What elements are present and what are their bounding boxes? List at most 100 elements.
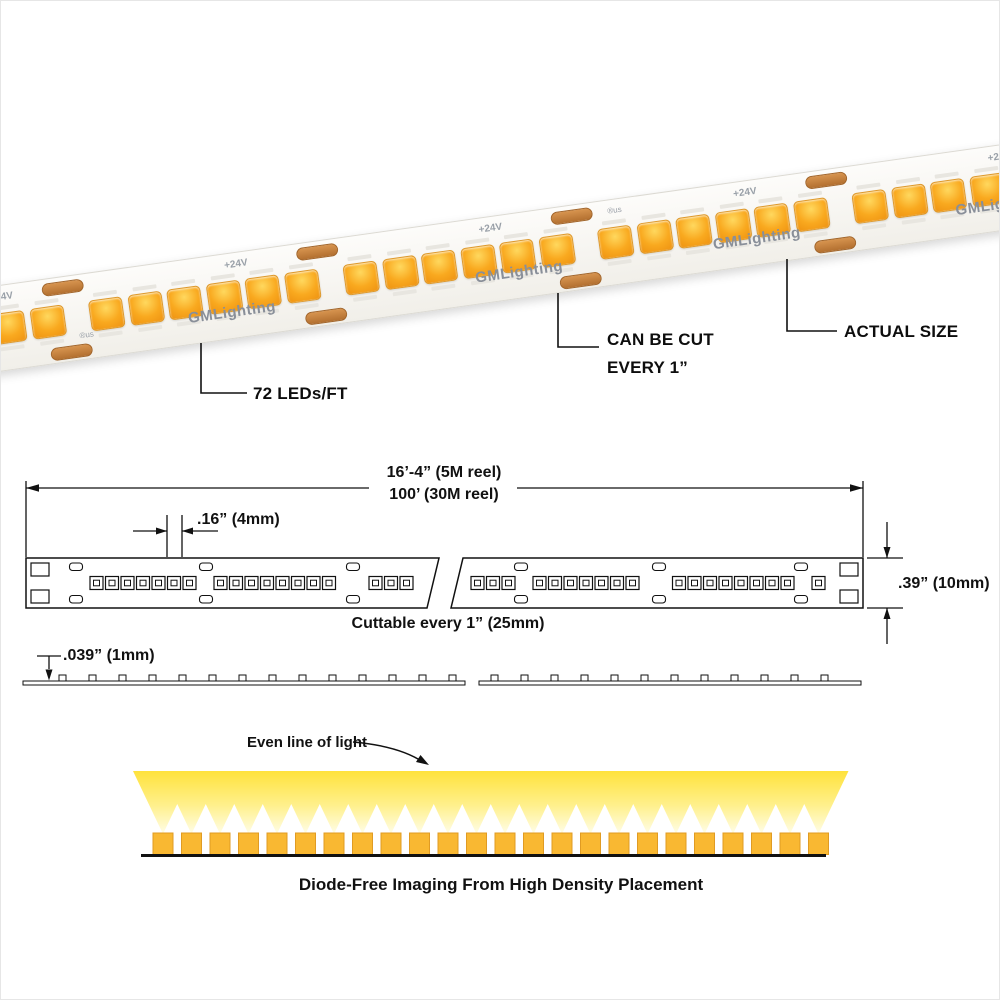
led-footprint-inner — [474, 579, 481, 587]
cut-pad — [68, 562, 84, 572]
sideview-led — [610, 674, 619, 682]
even-line-arrow — [352, 741, 424, 763]
callout-lines — [200, 259, 837, 394]
cut-pad — [793, 594, 809, 604]
led-footprint-inner — [217, 579, 224, 587]
sideview-led — [208, 674, 217, 682]
led-square — [523, 832, 544, 855]
light-diagram — [133, 741, 849, 857]
led-footprint-inner — [706, 579, 714, 587]
led-footprint-inner — [248, 579, 255, 587]
reel-length-line1: 16’-4” (5M reel) — [387, 464, 502, 481]
led-footprint-inner — [567, 579, 574, 587]
led-square — [466, 832, 487, 855]
end-pads — [30, 562, 859, 604]
led-square — [608, 832, 630, 855]
led-footprint-inner — [403, 579, 410, 587]
led-square — [209, 832, 231, 855]
led-square — [380, 832, 402, 855]
led-square — [751, 832, 772, 855]
led-square — [637, 832, 658, 855]
even-line-arrowhead-icon — [416, 755, 429, 765]
sideview-led — [268, 674, 277, 682]
sideview-led — [418, 674, 427, 682]
sideview-led — [490, 674, 499, 682]
led-footprint-inner — [124, 579, 131, 587]
led-footprint-inner — [722, 579, 729, 587]
actual-size-leader-line — [786, 259, 837, 332]
sideview-led — [520, 674, 529, 682]
sideview-led — [448, 674, 457, 682]
topview-components — [68, 562, 826, 604]
dimension-arrowheads — [26, 484, 891, 681]
led-footprint-inner — [737, 579, 745, 587]
led-footprint-inner — [784, 579, 791, 587]
sideview-led — [700, 674, 709, 682]
cut-pad — [651, 562, 667, 572]
led-square — [694, 832, 715, 855]
led-footprint-inner — [139, 579, 147, 587]
pitch-dimension: .16” (4mm) — [197, 511, 280, 528]
led-footprint-inner — [551, 579, 559, 587]
width-dimension: .39” (10mm) — [898, 575, 990, 592]
cut-pad — [198, 562, 214, 572]
led-footprint-inner — [108, 579, 116, 587]
led-square — [181, 832, 202, 855]
led-footprint-inner — [294, 579, 302, 587]
beam-group — [133, 771, 849, 855]
led-footprint-inner — [598, 579, 605, 587]
led-square — [437, 832, 459, 855]
sideview-led — [178, 674, 187, 682]
led-footprint-inner — [629, 579, 636, 587]
cut-pad — [198, 594, 214, 604]
cut-pad — [651, 594, 667, 604]
sideview-strip — [22, 680, 862, 686]
sideview-led — [358, 674, 367, 682]
technical-drawing: 16’-4” (5M reel) 100’ (30M reel) .16” (4… — [22, 464, 990, 686]
led-footprint-inner — [155, 579, 162, 587]
led-square — [808, 832, 829, 855]
sideview-led — [388, 674, 397, 682]
cut-pad — [793, 562, 809, 572]
led-footprint-inner — [372, 579, 379, 587]
sideview-led — [580, 674, 589, 682]
height-dimension: .039” (1mm) — [63, 647, 155, 664]
cut-pad — [68, 594, 84, 604]
led-footprint-inner — [691, 579, 698, 587]
sideview-led — [238, 674, 247, 682]
led-footprint-inner — [310, 579, 317, 587]
sideview-led — [550, 674, 559, 682]
led-square — [665, 832, 687, 855]
sideview-led — [88, 674, 97, 682]
sideview-led — [640, 674, 649, 682]
led-square — [409, 832, 430, 855]
led-footprint-inner — [613, 579, 621, 587]
led-footprint-inner — [582, 579, 590, 587]
cut-leader-line — [557, 293, 599, 348]
cut-note: Cuttable every 1” (25mm) — [352, 615, 545, 632]
cut-label-line2: EVERY 1” — [607, 358, 688, 377]
led-footprint-inner — [536, 579, 543, 587]
topview-strip-right — [450, 557, 864, 609]
cut-pad — [345, 562, 361, 572]
cut-label-line1: CAN BE CUT — [607, 330, 714, 349]
led-footprint-inner — [675, 579, 683, 587]
led-footprint-inner — [93, 579, 100, 587]
led-square — [295, 832, 316, 855]
led-square — [779, 832, 801, 855]
light-beams — [133, 771, 849, 834]
reel-length-line2: 100’ (30M reel) — [389, 486, 498, 503]
led-footprint-inner — [815, 579, 822, 587]
sideview-led — [118, 674, 127, 682]
sideview-led — [298, 674, 307, 682]
diagram-caption: Diode-Free Imaging From High Density Pla… — [298, 875, 704, 894]
dimension-lines — [25, 481, 903, 669]
sideview-led — [790, 674, 799, 682]
sideview-led — [328, 674, 337, 682]
sideview-led — [730, 674, 739, 682]
actual-size-label: ACTUAL SIZE — [844, 322, 959, 341]
cut-pad — [345, 594, 361, 604]
led-footprint-inner — [263, 579, 271, 587]
sideview-led — [820, 674, 829, 682]
